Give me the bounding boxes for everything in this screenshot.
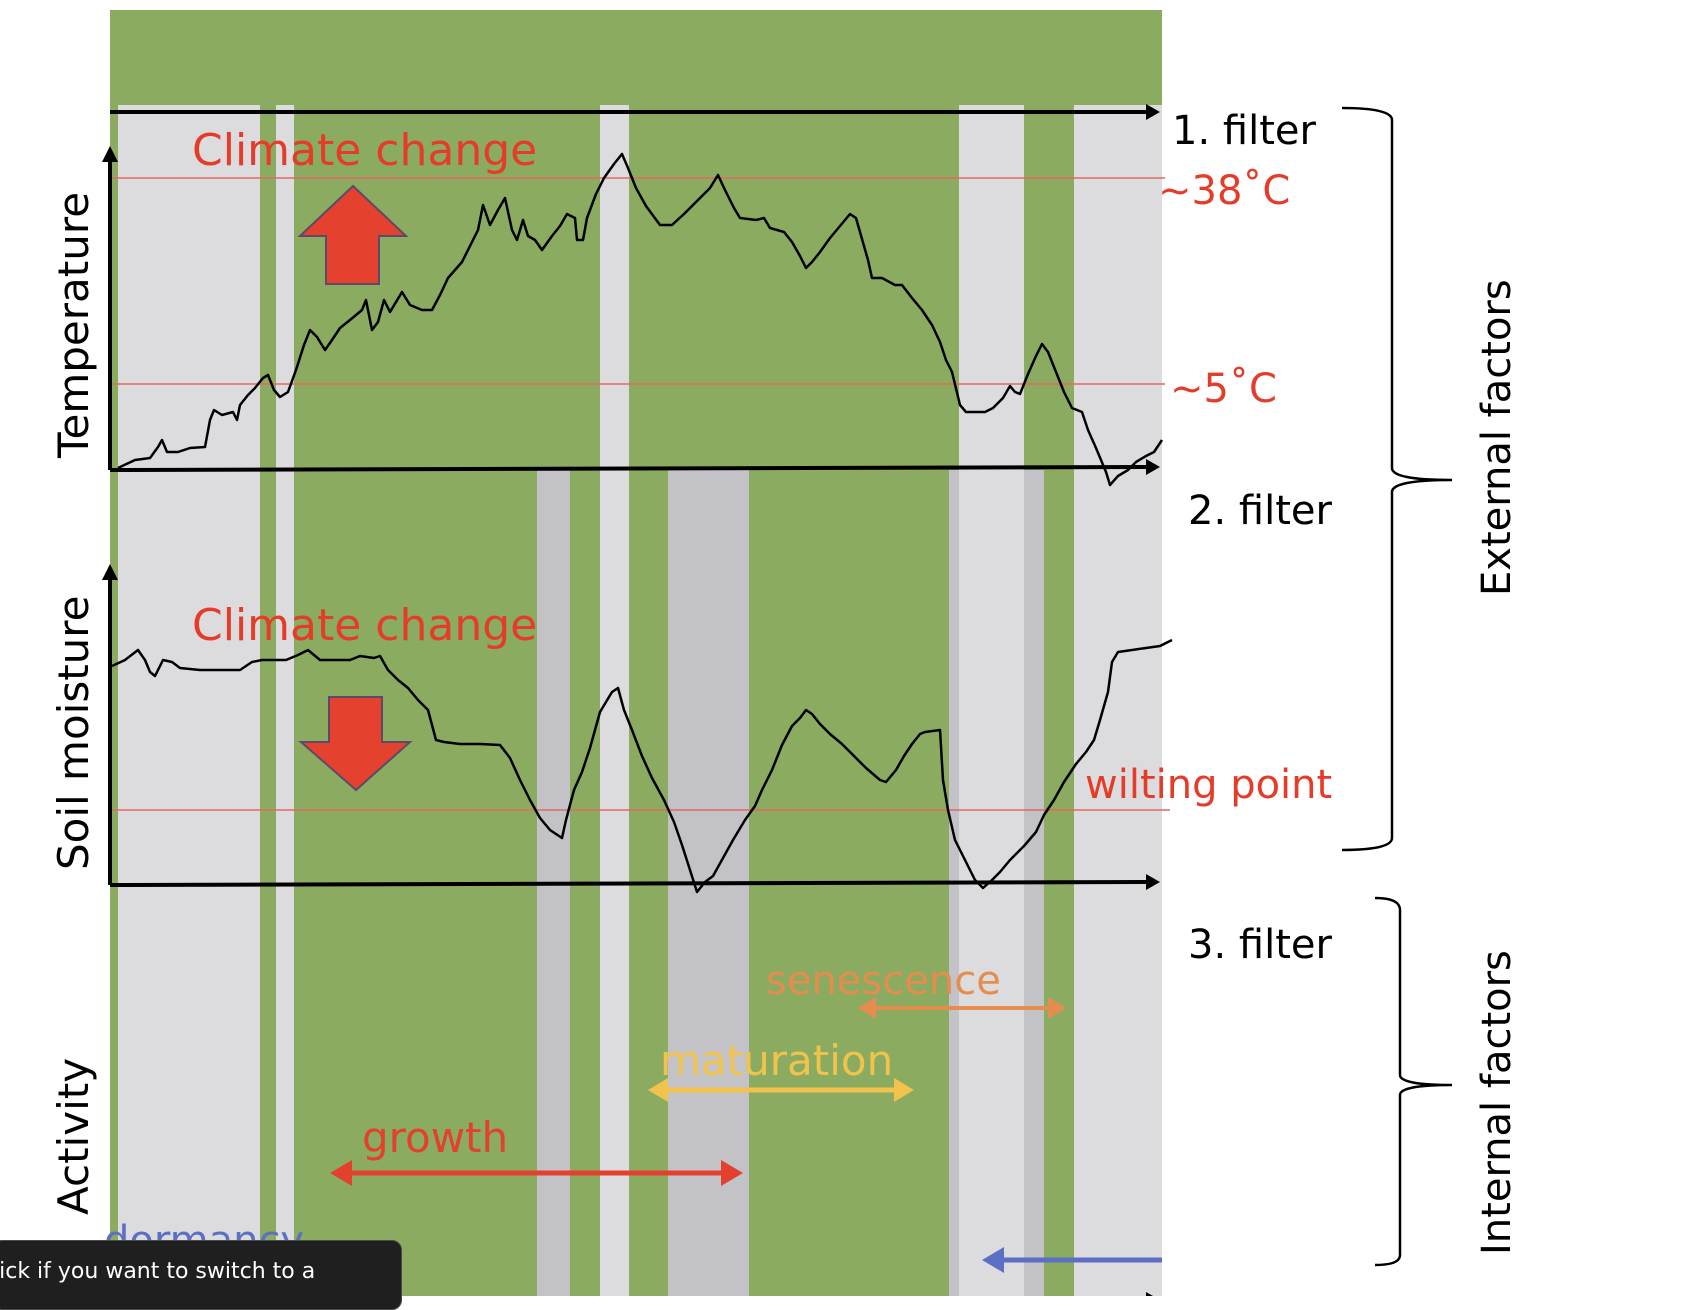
climate-change-label-top: Climate change [192, 125, 537, 176]
band-green-1 [260, 105, 276, 1296]
phase-arrows [330, 997, 1162, 1273]
growth-arrow-right-head [721, 1160, 743, 1186]
growth-label: growth [362, 1113, 508, 1162]
maturation-arrow-left-head [648, 1078, 668, 1102]
dormancy-arrow-head [982, 1247, 1004, 1273]
senescence-label: senescence [766, 958, 1001, 1004]
threshold-5c-label: ~5˚C [1170, 366, 1277, 412]
band-light-gray-center [600, 105, 629, 1296]
switch-tooltip[interactable]: lick if you want to switch to a [0, 1240, 402, 1310]
band-green-top [110, 10, 1162, 105]
activity-x-arrowhead [1146, 1292, 1153, 1296]
band-green-edge [110, 105, 118, 1296]
band-light-gray-3 [1074, 105, 1162, 1296]
soil-x-arrowhead [1146, 874, 1160, 890]
temperature-axis-label: Temperature [49, 192, 98, 459]
tooltip-text: lick if you want to switch to a [0, 1259, 316, 1284]
activity-axis-label: Activity [49, 1058, 98, 1215]
growth-arrow-left-head [330, 1160, 352, 1186]
filter-1-label: 1. filter [1172, 108, 1316, 154]
text-labels: Temperature Soil moisture Activity Clima… [49, 108, 1520, 1264]
maturation-arrow-right-head [894, 1078, 914, 1102]
background-bands [110, 10, 1162, 1296]
soil-moisture-axis-label: Soil moisture [49, 596, 98, 870]
filter-2-label: 2. filter [1188, 488, 1332, 534]
moisture-down-arrow [298, 696, 413, 792]
threshold-lines [110, 177, 1170, 811]
band-light-gray-2 [959, 105, 1024, 1296]
threshold-38c-label: ~38˚C [1158, 168, 1290, 214]
axes [102, 104, 1160, 1296]
filter-3-label: 3. filter [1188, 922, 1332, 968]
internal-factors-label: Internal factors [1474, 950, 1520, 1255]
external-factors-label: External factors [1474, 279, 1520, 596]
temperature-x-axis [109, 465, 1149, 472]
senescence-arrow-left-head [858, 997, 876, 1019]
temperature-x-arrowhead [1146, 459, 1160, 475]
senescence-arrow-right-head [1048, 997, 1066, 1019]
external-factors-brace [1341, 106, 1453, 852]
filter1-arrowhead [1146, 104, 1160, 120]
internal-factors-brace [1374, 896, 1453, 1267]
braces [1341, 106, 1453, 1267]
temperature-curve [117, 152, 1164, 487]
maturation-label: maturation [660, 1036, 893, 1085]
wilting-point-label: wilting point [1085, 762, 1332, 808]
temperature-y-arrowhead [102, 146, 118, 162]
soil-moisture-curve [111, 638, 1173, 894]
soil-x-axis [109, 880, 1149, 887]
temperature-up-arrow [297, 184, 409, 285]
climate-change-label-bottom: Climate change [192, 600, 537, 651]
soil-y-arrowhead [102, 564, 118, 580]
